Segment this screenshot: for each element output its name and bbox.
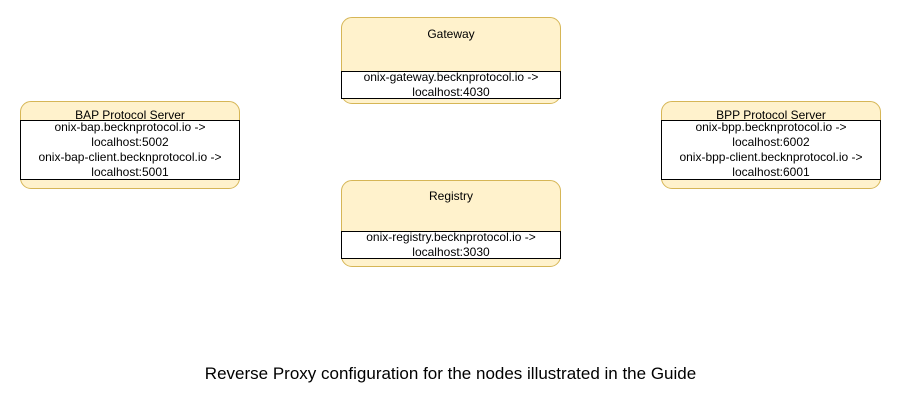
node-bpp-protocol-server: BPP Protocol Server onix-bpp.becknprotoc… bbox=[661, 101, 881, 189]
node-bap-protocol-server: BAP Protocol Server onix-bap.becknprotoc… bbox=[20, 101, 240, 189]
diagram-caption: Reverse Proxy configuration for the node… bbox=[204, 364, 697, 383]
node-gateway-mapping-box: onix-gateway.becknprotocol.io -> localho… bbox=[341, 70, 561, 99]
node-bap-title: BAP Protocol Server bbox=[75, 108, 185, 122]
node-bpp-mapping-box: onix-bpp.becknprotocol.io -> localhost:6… bbox=[661, 120, 881, 180]
node-registry: Registry onix-registry.becknprotocol.io … bbox=[341, 180, 561, 267]
node-registry-mapping-box: onix-registry.becknprotocol.io -> localh… bbox=[341, 230, 561, 259]
node-bpp-title: BPP Protocol Server bbox=[716, 108, 826, 122]
node-registry-title: Registry bbox=[428, 189, 473, 203]
node-bap-mapping-box: onix-bap.becknprotocol.io -> localhost:5… bbox=[20, 120, 240, 180]
mapping-entry: onix-bpp-client.becknprotocol.io -> loca… bbox=[679, 150, 863, 179]
mapping-entry: onix-registry.becknprotocol.io -> localh… bbox=[366, 230, 536, 259]
mapping-entry: onix-gateway.becknprotocol.io -> localho… bbox=[363, 70, 539, 99]
mapping-entry: onix-bpp.becknprotocol.io -> localhost:6… bbox=[695, 120, 847, 149]
mapping-entry: onix-bap.becknprotocol.io -> localhost:5… bbox=[54, 120, 206, 149]
node-gateway: Gateway onix-gateway.becknprotocol.io ->… bbox=[341, 17, 561, 104]
mapping-entry: onix-bap-client.becknprotocol.io -> loca… bbox=[38, 150, 222, 179]
node-gateway-title: Gateway bbox=[427, 27, 475, 41]
